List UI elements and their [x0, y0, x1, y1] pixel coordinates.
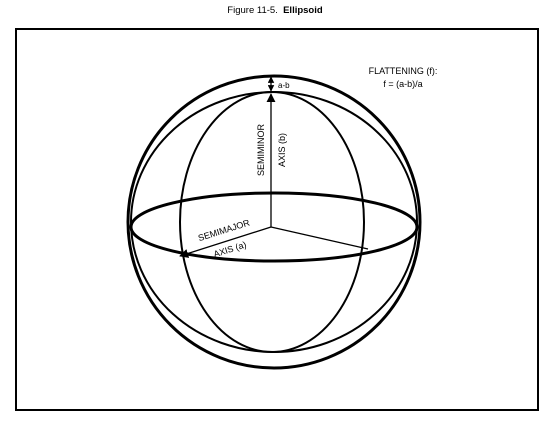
flattening-formula: f = (a-b)/a [383, 79, 422, 89]
ellipsoid-outline [130, 91, 418, 353]
semimajor-label-line2: AXIS (a) [212, 240, 247, 260]
semiminor-label-line2: AXIS (b) [277, 133, 287, 167]
figure-frame [15, 28, 539, 411]
sphere-outline [126, 74, 422, 370]
semimajor-axis-line [179, 226, 272, 258]
equator-ellipse [129, 191, 419, 263]
flattening-title: FLATTENING (f): [369, 66, 438, 76]
meridian-ellipse [179, 91, 365, 353]
figure-title: Ellipsoid [283, 5, 323, 16]
semimajor-label-group: SEMIMAJOR AXIS (a) [197, 217, 252, 260]
equator-radius-line [270, 226, 369, 250]
semiminor-label-line1: SEMIMINOR [256, 124, 266, 177]
figure-number: Figure 11-5. [227, 5, 278, 16]
figure-caption: Figure 11-5. Ellipsoid [0, 5, 550, 17]
a-minus-b-label: a-b [278, 81, 290, 90]
semiminor-label-group: SEMIMINOR AXIS (b) [256, 124, 287, 177]
